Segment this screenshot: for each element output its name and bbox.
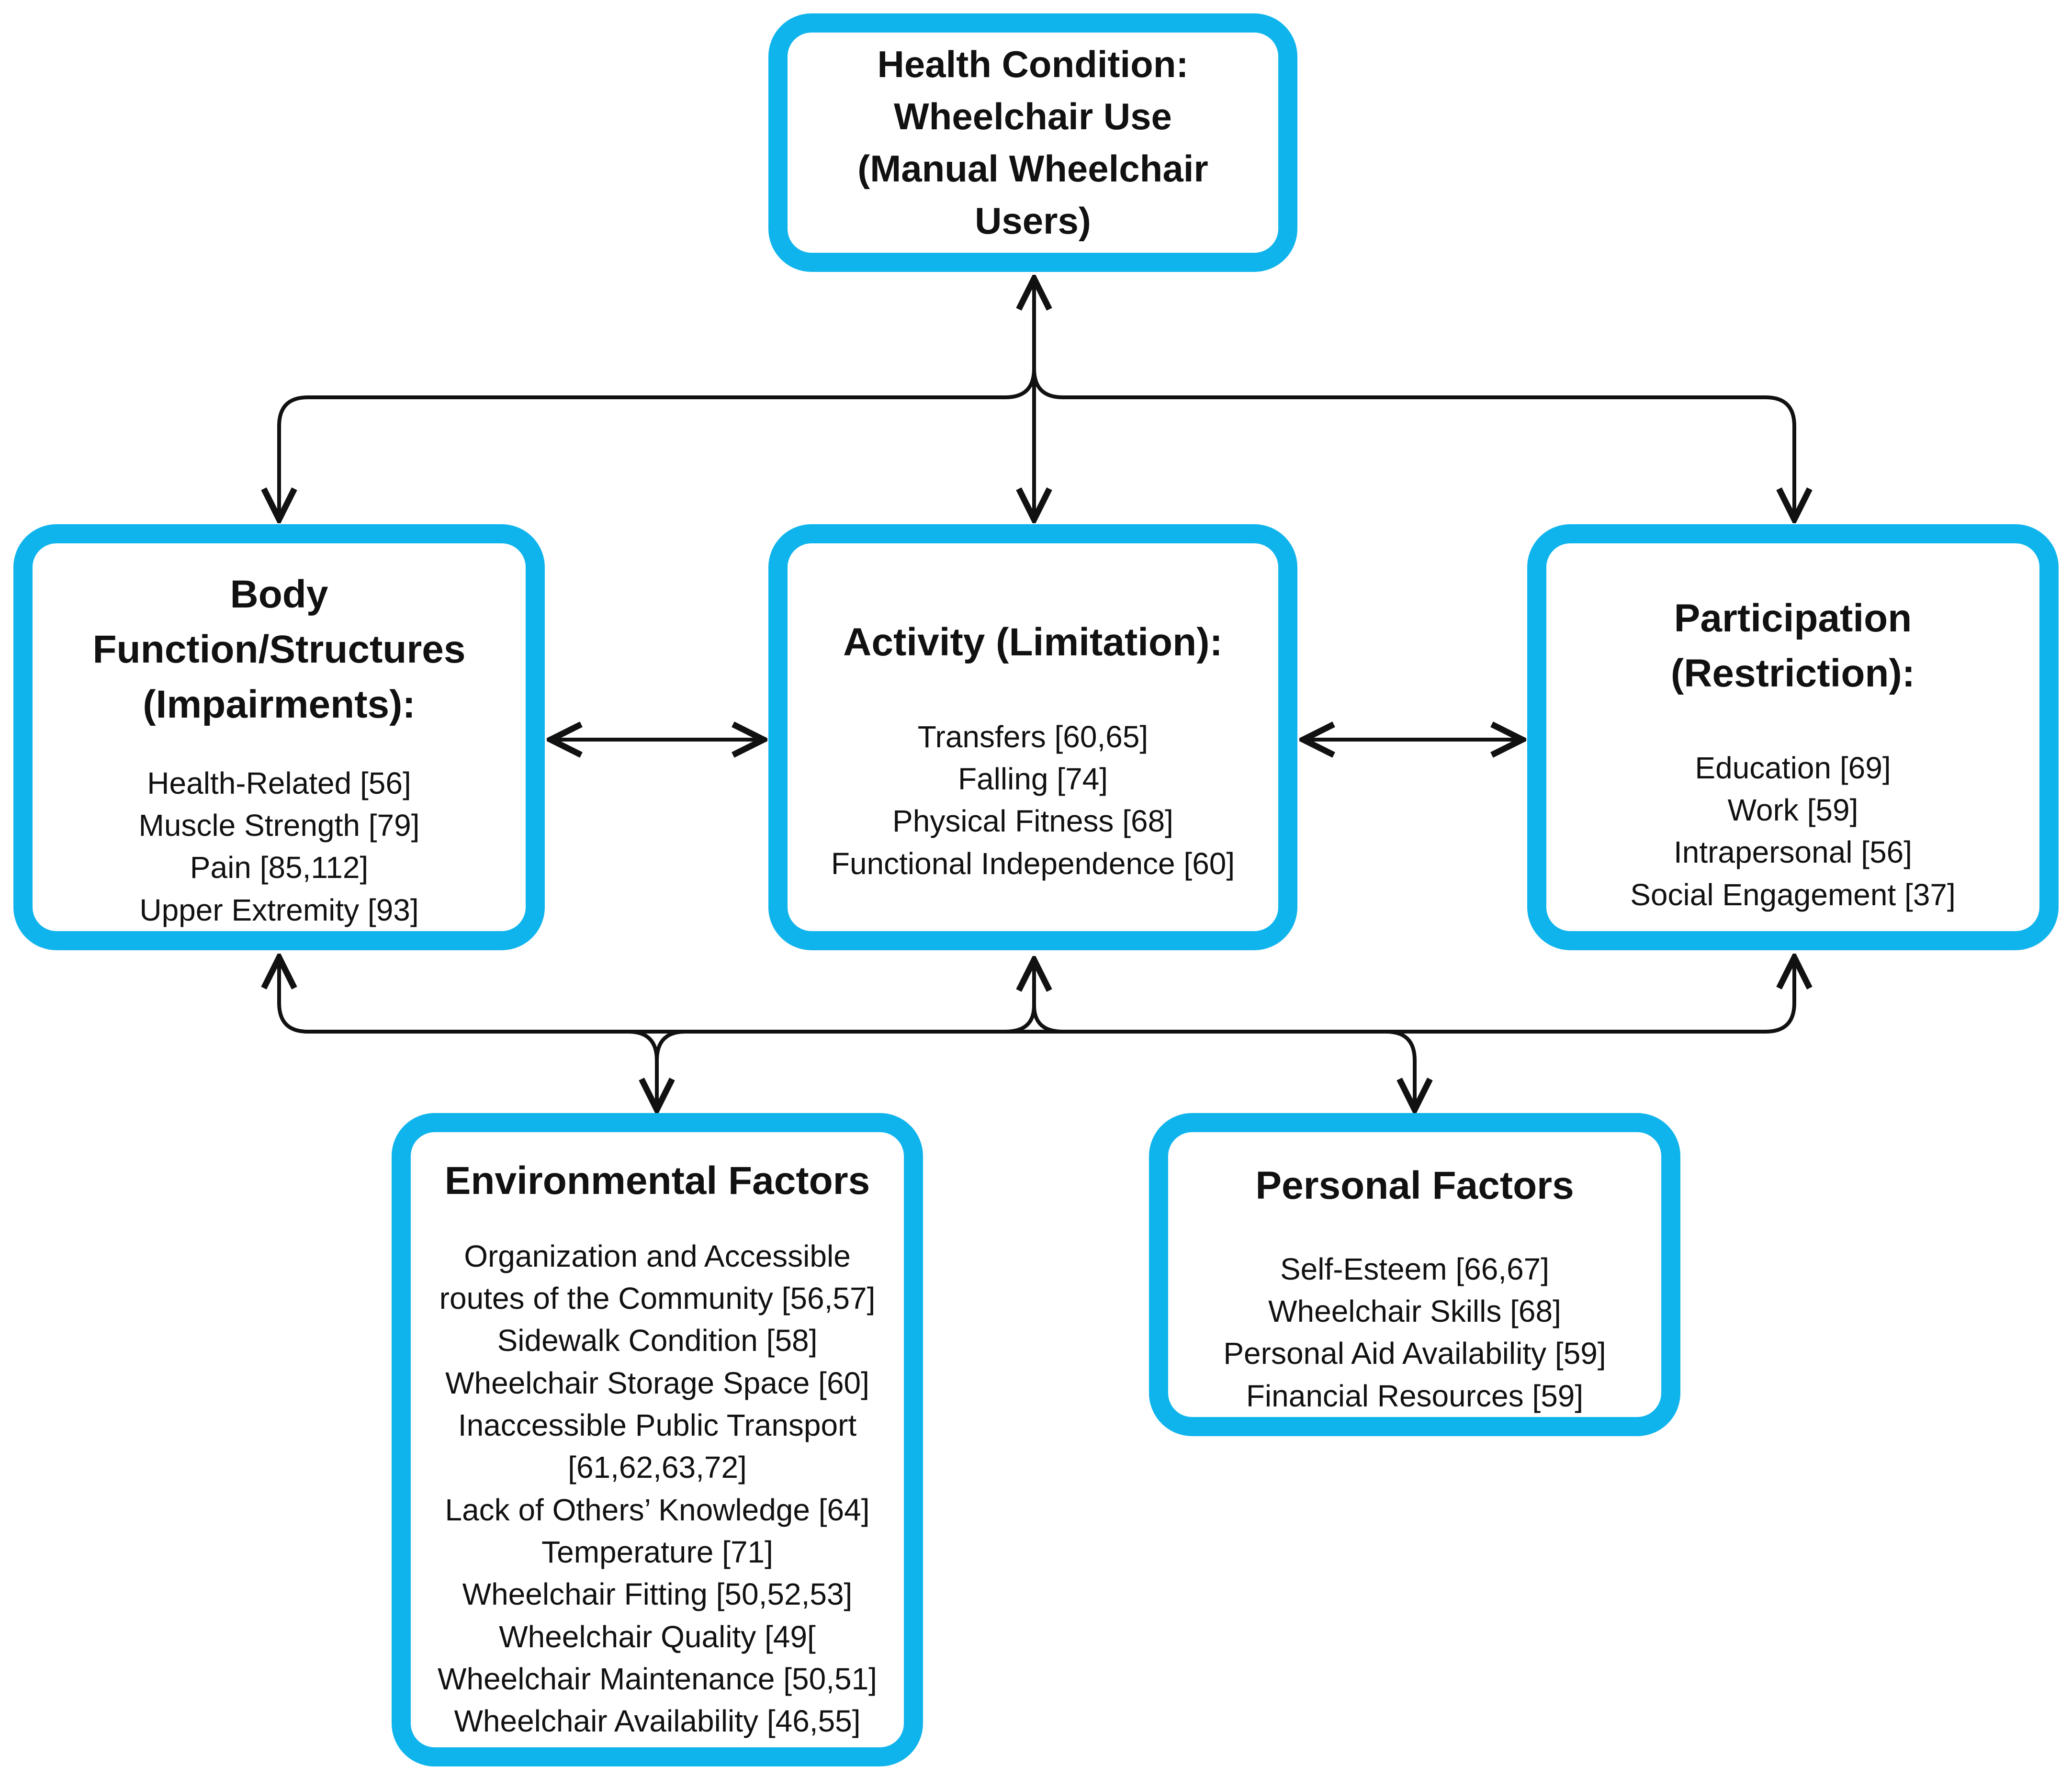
list-item: Pain [85,112] — [190, 850, 369, 885]
list-item: Wheelchair Skills [68] — [1268, 1294, 1561, 1329]
list-item: Sidewalk Condition [58] — [497, 1323, 818, 1358]
list-item: Wheelchair Storage Space [60] — [445, 1365, 869, 1400]
list-item: Financial Resources [59] — [1246, 1378, 1584, 1413]
activity-box: Activity (Limitation): Transfers [60,65]… — [768, 524, 1297, 950]
arrow-hub-to-participation — [1032, 367, 1794, 519]
list-item: routes of the Community [56,57] — [439, 1281, 876, 1316]
list-item: Self-Esteem [66,67] — [1280, 1251, 1550, 1286]
list-item: Physical Fitness [68] — [892, 804, 1173, 839]
list-item: Temperature [71] — [541, 1534, 773, 1569]
body-function-title: Body Function/Structures (Impairments): — [92, 573, 466, 726]
arrow-activity-from-bottom — [1003, 960, 1034, 1034]
arrow-bottom-to-participation — [1764, 957, 1794, 1034]
list-item: Intrapersonal [56] — [1673, 835, 1913, 870]
arrow-activity-from-bottom-right — [1032, 1003, 1065, 1034]
list-item: Wheelchair Quality [49[ — [499, 1619, 816, 1654]
list-item: Muscle Strength [79] — [138, 808, 420, 843]
arrow-bus-to-environmental-left — [655, 1030, 687, 1062]
list-item: Health-Related [56] — [147, 765, 411, 800]
activity-list: Transfers [60,65] Falling [74] Physical … — [831, 716, 1235, 885]
list-item: Wheelchair Fitting [50,52,53] — [462, 1577, 853, 1612]
health-condition-box: Health Condition: Wheelchair Use (Manual… — [768, 13, 1297, 272]
personal-factors-list: Self-Esteem [66,67] Wheelchair Skills [6… — [1223, 1248, 1606, 1417]
personal-factors-title: Personal Factors — [1255, 1164, 1574, 1207]
participation-box: Participation (Restriction): Education [… — [1527, 524, 2059, 950]
arrow-bus-to-personal — [1384, 1030, 1415, 1110]
health-condition-title: Health Condition: Wheelchair Use (Manual… — [857, 43, 1208, 242]
list-item: Work [59] — [1727, 792, 1858, 827]
list-item: Wheelchair Availability [46,55] — [454, 1704, 861, 1739]
activity-title: Activity (Limitation): — [843, 620, 1223, 664]
list-item: Education [69] — [1695, 750, 1891, 785]
list-item: Upper Extremity [93] — [139, 892, 419, 927]
list-item: Functional Independence [60] — [831, 846, 1235, 881]
arrow-bottom-to-body — [279, 957, 310, 1034]
list-item: Inaccessible Public Transport — [458, 1408, 857, 1443]
environmental-factors-title: Environmental Factors — [444, 1159, 870, 1203]
arrow-bus-to-environmental — [626, 1030, 657, 1110]
list-item: Personal Aid Availability [59] — [1223, 1336, 1606, 1371]
body-function-box: Body Function/Structures (Impairments): … — [13, 524, 545, 950]
environmental-factors-box: Environmental Factors Organization and A… — [392, 1113, 923, 1766]
list-item: Social Engagement [37] — [1630, 877, 1956, 912]
list-item: Organization and Accessible — [464, 1238, 851, 1273]
arrow-hub-to-body — [279, 367, 1036, 519]
participation-title: Participation (Restriction): — [1670, 596, 1915, 695]
list-item: Transfers [60,65] — [917, 719, 1149, 754]
list-item: Falling [74] — [957, 762, 1108, 797]
list-item: Lack of Others’ Knowledge [64] — [445, 1492, 870, 1527]
participation-list: Education [69] Work [59] Intrapersonal [… — [1630, 747, 1956, 916]
body-function-list: Health-Related [56] Muscle Strength [79]… — [139, 762, 420, 931]
list-item: Wheelchair Maintenance [50,51] — [438, 1661, 877, 1696]
environmental-factors-list: Organization and Accessible routes of th… — [438, 1235, 877, 1743]
list-item: [61,62,63,72] — [568, 1450, 747, 1485]
personal-factors-box: Personal Factors Self-Esteem [66,67] Whe… — [1149, 1113, 1680, 1436]
